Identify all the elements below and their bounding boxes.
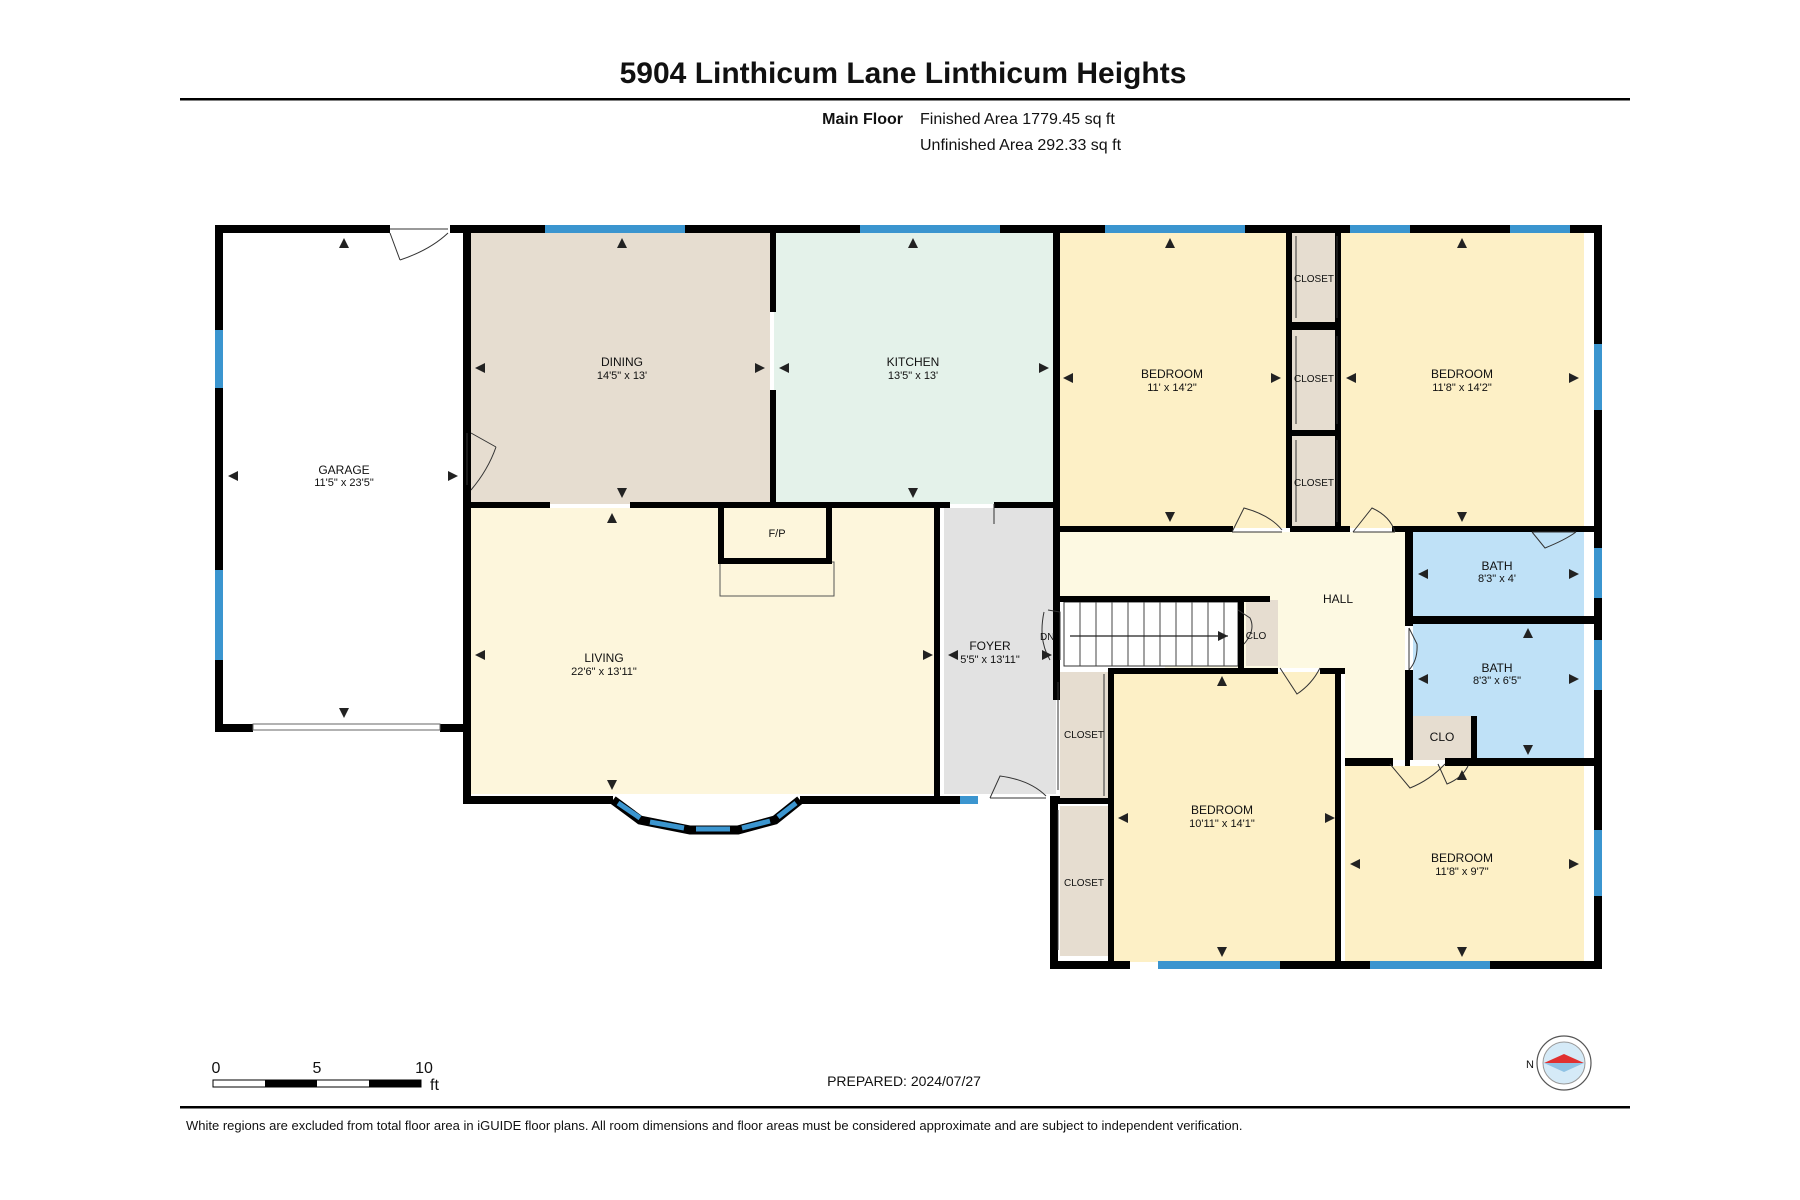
closet-fill <box>1060 806 1108 956</box>
bedroom-4-label: BEDROOM <box>1431 851 1493 865</box>
scale-tick-0: 0 <box>212 1060 221 1077</box>
compass-north-icon <box>1536 1035 1592 1091</box>
dining-label: DINING <box>601 355 643 369</box>
stairs-down-label: DN <box>1040 632 1054 643</box>
bath-2-dims: 8'3" x 6'5" <box>1473 675 1521 687</box>
scale-bar <box>212 1079 422 1088</box>
kitchen-fill <box>774 232 1054 504</box>
bath-1-fill <box>1413 532 1584 616</box>
hall-label: HALL <box>1323 592 1353 606</box>
closet-label: CLOSET <box>1064 730 1104 741</box>
closet-fill <box>1292 330 1335 430</box>
bath-1-dims: 8'3" x 4' <box>1478 573 1516 585</box>
stair-treads <box>1079 602 1225 666</box>
scale-tick-10: 10 <box>415 1060 433 1077</box>
scale-tick-5: 5 <box>313 1060 322 1077</box>
scale-unit: ft <box>430 1077 439 1094</box>
closet-fill <box>1246 600 1278 666</box>
bedroom-3-label: BEDROOM <box>1191 803 1253 817</box>
dining-dims: 14'5" x 13' <box>597 370 647 382</box>
garage-dims: 11'5" x 23'5" <box>314 477 374 489</box>
fireplace-hearth <box>719 561 835 597</box>
bedroom-1-fill <box>1058 232 1286 528</box>
bay-window <box>610 796 803 835</box>
bay-window-glass <box>616 800 798 832</box>
closet-label: CLOSET <box>1294 374 1334 385</box>
living-fill <box>470 508 938 794</box>
footer-rule <box>180 1106 1630 1109</box>
fireplace-label: F/P <box>768 528 785 540</box>
bedroom-4-dims: 11'8" x 9'7" <box>1435 866 1488 878</box>
finished-area: Finished Area 1779.45 sq ft <box>920 111 1115 128</box>
bedroom-1-label: BEDROOM <box>1141 367 1203 381</box>
closet-label: CLOSET <box>1064 878 1104 889</box>
bedroom-2-label: BEDROOM <box>1431 367 1493 381</box>
bath-1-label: BATH <box>1481 559 1512 573</box>
living-dims: 22'6" x 13'11" <box>571 666 637 678</box>
closet-fill <box>1060 672 1108 798</box>
doors <box>389 228 1577 950</box>
closet-label: CLOSET <box>1294 274 1334 285</box>
garage-label: GARAGE <box>318 463 369 477</box>
stairs <box>1063 601 1239 667</box>
bedroom-1-dims: 11' x 14'2" <box>1147 382 1197 394</box>
bedroom-2-dims: 11'8" x 14'2" <box>1432 382 1492 394</box>
foyer-fill <box>944 508 1056 794</box>
stair-arrow-icon <box>1070 631 1228 641</box>
unfinished-area: Unfinished Area 292.33 sq ft <box>920 137 1122 154</box>
dimension-arrows <box>228 238 1579 957</box>
closet-label: CLO <box>1430 730 1455 744</box>
footer-disclaimer: White regions are excluded from total fl… <box>186 1118 1242 1133</box>
bedroom-3-dims: 10'11" x 14'1" <box>1189 818 1255 830</box>
page-title: 5904 Linthicum Lane Linthicum Heights <box>620 57 1187 90</box>
foyer-label: FOYER <box>969 639 1011 653</box>
garage-fill <box>222 232 462 722</box>
living-label: LIVING <box>584 651 623 665</box>
dining-fill <box>470 232 770 504</box>
header-rule <box>180 98 1630 101</box>
kitchen-label: KITCHEN <box>887 355 940 369</box>
floor-label: Main Floor <box>822 111 903 128</box>
closet-fill <box>1292 232 1335 322</box>
closet-label: CLOSET <box>1294 478 1334 489</box>
closet-label: CLO <box>1246 631 1267 642</box>
compass-label: N <box>1526 1059 1534 1071</box>
windows <box>215 225 1602 969</box>
walls <box>215 225 1602 969</box>
closet-fill <box>1292 436 1335 528</box>
closet-fill <box>1413 716 1471 760</box>
garage-door <box>252 723 441 731</box>
prepared-date: PREPARED: 2024/07/27 <box>827 1073 981 1089</box>
bath-2-label: BATH <box>1481 661 1512 675</box>
bedroom-3-fill <box>1114 672 1340 962</box>
bedroom-2-fill <box>1341 232 1584 528</box>
bedroom-4-fill <box>1345 766 1584 962</box>
kitchen-dims: 13'5" x 13' <box>888 370 938 382</box>
foyer-dims: 5'5" x 13'11" <box>960 654 1020 666</box>
